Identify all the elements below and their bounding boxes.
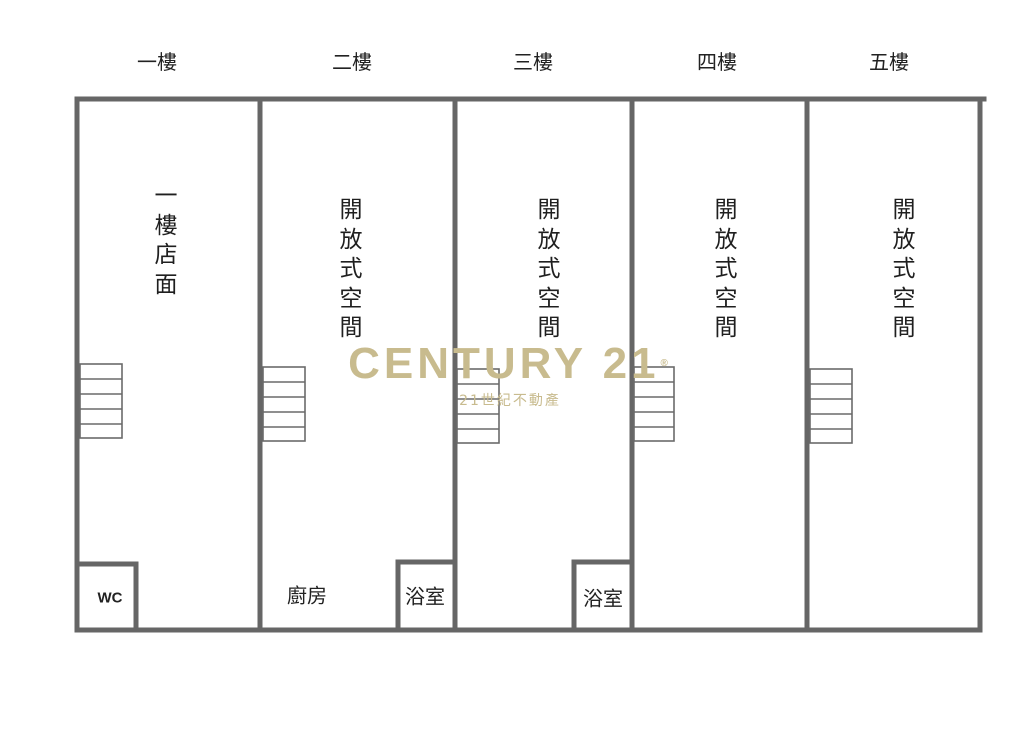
floor-label-1f: 一樓	[137, 50, 177, 74]
room-label-kitchen: 廚房	[287, 583, 327, 608]
stair-icon-5f	[809, 368, 853, 444]
floor-label-3f: 三樓	[513, 50, 553, 74]
stair-icon-4f	[633, 366, 675, 442]
room-text-1f-storefront: 一樓店面	[154, 183, 178, 298]
floor-label-4f: 四樓	[697, 50, 737, 74]
stair-icon-1f	[79, 363, 123, 439]
bathroom-2f-wall	[395, 559, 458, 633]
room-text-5f-open-space: 開放式空間	[892, 197, 916, 341]
floor-label-2f: 二樓	[332, 50, 372, 74]
stair-icon-2f	[262, 366, 306, 442]
wc-wall	[74, 561, 139, 633]
stairs	[79, 363, 853, 444]
room-label-wc: WC	[97, 589, 123, 607]
floor-label-5f: 五樓	[869, 50, 909, 74]
room-text-3f-open-space: 開放式空間	[537, 197, 561, 341]
room-label-bathroom-3f: 浴室	[583, 586, 623, 611]
stair-icon-3f	[456, 368, 500, 444]
room-label-bathroom-2f: 浴室	[405, 584, 445, 609]
walls	[74, 96, 987, 633]
room-text-4f-open-space: 開放式空間	[714, 197, 738, 341]
bathroom-3f-wall	[571, 559, 635, 633]
room-text-2f-open-space: 開放式空間	[339, 197, 363, 341]
